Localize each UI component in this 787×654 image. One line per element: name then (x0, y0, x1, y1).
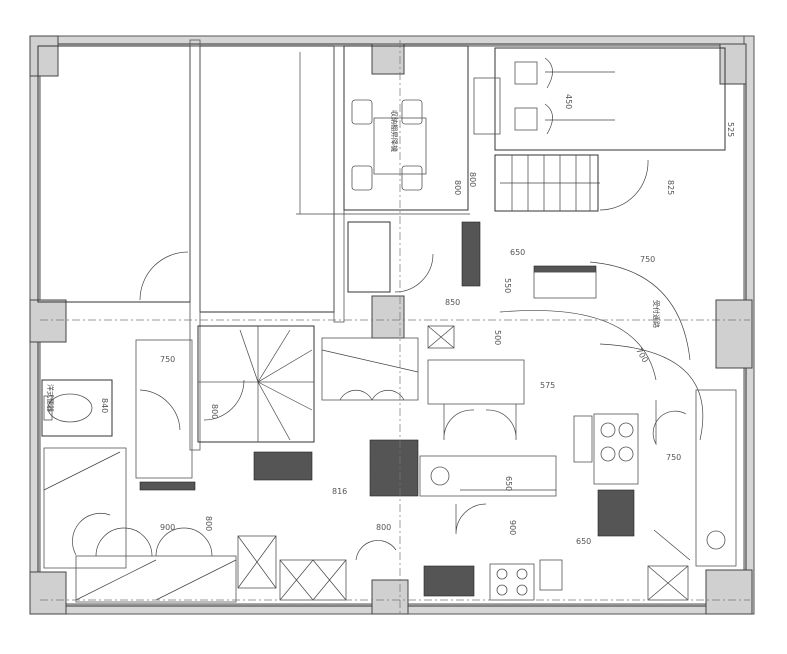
dim-label: 800 (376, 523, 391, 532)
dim-label: 750 (160, 355, 175, 364)
dining-note: 収納棚昇降機 (390, 110, 399, 152)
toilet-label: 洋式便器 (46, 384, 55, 412)
dim-label: 500 (493, 330, 502, 345)
dim-label: 650 (504, 476, 513, 491)
grid-centerlines (40, 40, 750, 614)
dim-label: 800 (210, 404, 219, 419)
left-rooms (37, 39, 470, 451)
dim-label: 450 (564, 94, 573, 109)
dim-label: 750 (666, 453, 681, 462)
dim-label: 575 (540, 381, 555, 390)
dim-label: 550 (503, 278, 512, 293)
dim-label: 800 (204, 516, 213, 531)
reception-area: 650 550 850 750 500 受付通路 (347, 221, 704, 441)
staircase-upper: 800 825 (468, 154, 675, 212)
dim-label: 525 (726, 122, 735, 137)
dining-area: 収納棚昇降機 800 (343, 45, 469, 211)
office-room: 450 525 (473, 47, 735, 151)
dim-label: 800 (453, 180, 462, 195)
corridor-label: 受付通路 (652, 300, 661, 328)
dim-label: 900 (508, 520, 517, 535)
dim-label: 840 (100, 398, 109, 413)
dim-label: 700 (634, 347, 649, 365)
dim-label: 900 (160, 523, 175, 532)
storage-bottom: 900 800 800 900 (43, 447, 689, 603)
kitchen-area: 575 816 650 750 650 700 (321, 337, 737, 567)
dim-label: 800 (468, 172, 477, 187)
dim-label: 750 (640, 255, 655, 264)
dim-label: 816 (332, 487, 347, 496)
dim-label: 650 (510, 248, 525, 257)
dim-label: 650 (576, 537, 591, 546)
toilet-room: 洋式便器 840 750 (41, 339, 196, 491)
dim-label: 850 (445, 298, 460, 307)
structural-columns (29, 35, 753, 615)
staircase-spiral: 800 (197, 325, 315, 481)
dim-label: 825 (666, 180, 675, 195)
